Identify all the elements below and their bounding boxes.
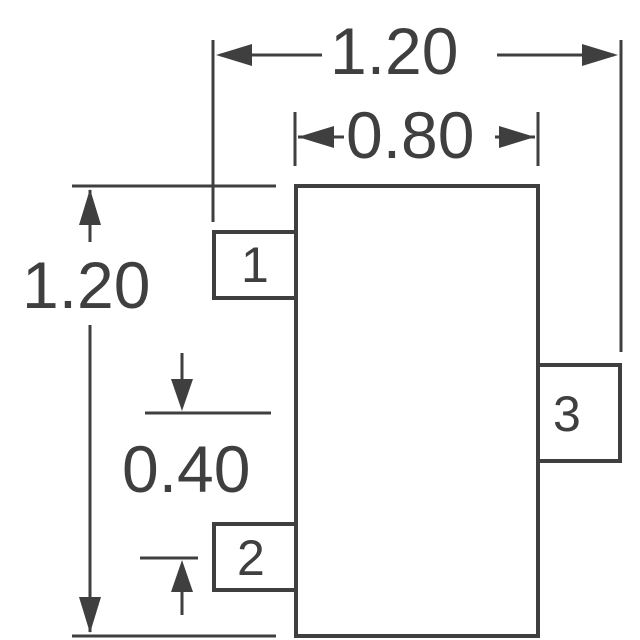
overall-height-label: 1.20 [22,248,151,322]
body-width-label: 0.80 [344,98,477,172]
overall-height-dimension [72,184,276,638]
pin-3-label: 3 [553,386,581,442]
pin-3-pad [536,363,622,463]
arrow-up-icon [171,560,193,592]
pin-1-pad [212,230,298,300]
arrow-left-icon [298,126,334,148]
overall-width-dimension [211,40,623,352]
pin-1-label: 1 [241,237,269,293]
arrow-right-icon [499,126,535,148]
arrow-down-icon [171,379,193,411]
overall-width-label: 1.20 [326,18,463,84]
body-width-dimension [293,112,540,166]
arrow-up-icon [79,189,101,225]
pin-pitch-label: 0.40 [122,432,251,506]
package-body [294,184,540,638]
pin-pitch-dimension [140,353,271,615]
pin-2-pad [212,522,298,592]
arrow-down-icon [79,597,101,633]
pin-2-label: 2 [237,530,265,586]
arrow-right-icon [582,44,618,66]
arrow-left-icon [216,44,252,66]
